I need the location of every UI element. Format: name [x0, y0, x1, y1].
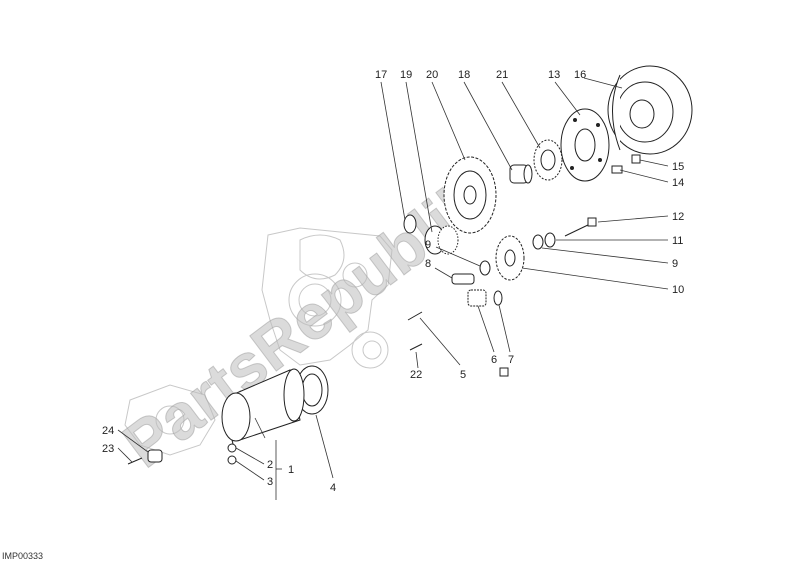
screw-14 — [611, 165, 623, 174]
callout-11: 11 — [672, 235, 683, 247]
starter-motor — [221, 368, 305, 449]
starter-pinion — [467, 289, 487, 307]
freewheel-gear — [533, 139, 563, 181]
callout-4: 4 — [330, 482, 336, 494]
screw-5 — [407, 311, 423, 321]
drawing-code-label: IMP00333 — [2, 551, 44, 561]
bushing — [509, 164, 533, 184]
spacer-24 — [147, 449, 163, 463]
callout-17: 17 — [375, 69, 387, 81]
nut-2 — [227, 443, 237, 453]
callout-12: 12 — [672, 211, 684, 223]
screw-22 — [409, 343, 423, 351]
callout-6: 6 — [491, 354, 497, 366]
leader-lines — [117, 77, 669, 500]
callout-7: 7 — [508, 354, 514, 366]
callout-9-right: 9 — [672, 258, 678, 270]
callout-3: 3 — [267, 476, 273, 488]
nut-7 — [499, 367, 509, 377]
callout-22: 22 — [410, 369, 422, 381]
idler-gear-large — [443, 156, 497, 234]
callout-10: 10 — [672, 284, 684, 296]
callout-18: 18 — [458, 69, 470, 81]
callout-24: 24 — [102, 425, 114, 437]
washer-17 — [403, 214, 417, 234]
washer-7 — [493, 290, 503, 306]
washer-11 — [544, 232, 556, 248]
shaft-8 — [451, 273, 475, 285]
flywheel — [607, 65, 693, 155]
callout-15: 15 — [672, 161, 684, 173]
callout-9-left: 9 — [425, 239, 431, 251]
callout-1: 1 — [288, 464, 294, 476]
washer-9-left — [479, 260, 491, 276]
callout-21: 21 — [496, 69, 508, 81]
engine-case-ghost — [124, 227, 393, 456]
callout-19: 19 — [400, 69, 412, 81]
needle-bearing — [424, 225, 459, 255]
watermark: PartsRepublik — [110, 164, 497, 481]
callout-2: 2 — [267, 459, 273, 471]
callout-labels: 1 2 3 4 5 6 7 8 9 9 10 11 12 13 14 15 16… — [102, 69, 684, 494]
idler-gear-small — [495, 235, 525, 281]
callout-14: 14 — [672, 177, 684, 189]
freewheel-plate — [560, 108, 610, 182]
washer-9-right — [532, 234, 544, 250]
starter-gasket — [295, 365, 329, 415]
callout-13: 13 — [548, 69, 560, 81]
callout-23: 23 — [102, 443, 114, 455]
callout-8: 8 — [425, 258, 431, 270]
nut-15 — [631, 154, 641, 164]
washer-3 — [227, 455, 237, 465]
callout-16: 16 — [574, 69, 586, 81]
bolt-12 — [564, 217, 597, 237]
screw-23 — [127, 457, 143, 465]
callout-5: 5 — [460, 369, 466, 381]
callout-20: 20 — [426, 69, 438, 81]
